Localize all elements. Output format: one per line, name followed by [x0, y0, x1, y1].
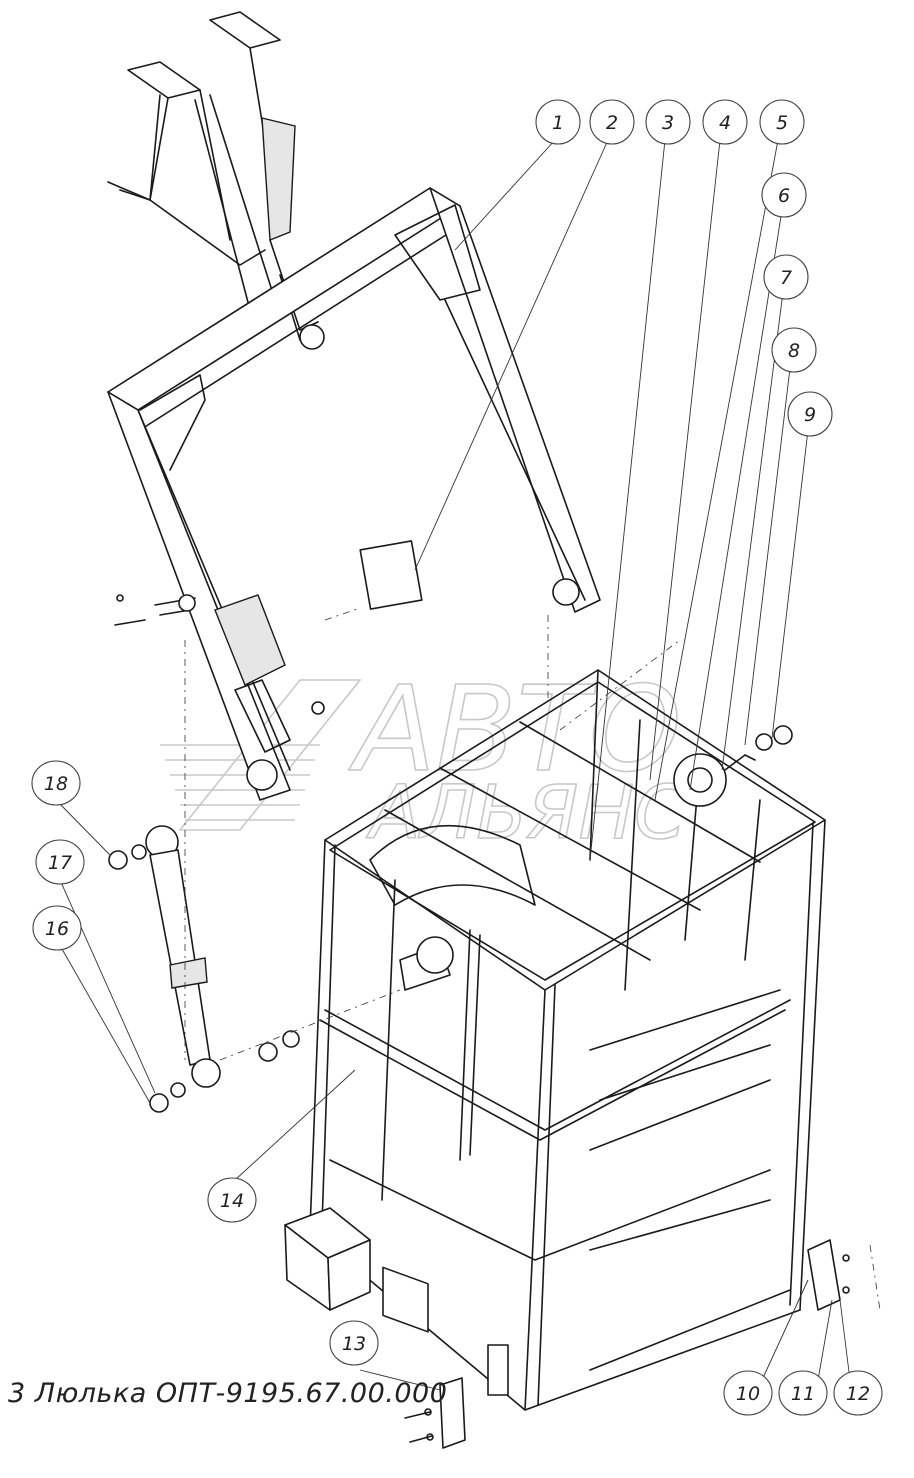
hitch-bracket	[107, 11, 325, 350]
callout-4-label: 4	[719, 112, 731, 134]
callout-11: 11	[778, 1370, 828, 1416]
callout-6: 6	[761, 172, 807, 218]
hydraulic-cylinder	[108, 825, 300, 1113]
callout-1-label: 1	[552, 112, 564, 134]
boom-frame	[107, 187, 601, 801]
callout-5: 5	[759, 99, 805, 145]
callout-4: 4	[702, 99, 748, 145]
callout-13: 13	[329, 1320, 379, 1366]
callout-2-label: 2	[606, 112, 618, 134]
watermark-text-1: АВТО	[348, 660, 682, 798]
basket-cage	[284, 669, 850, 1449]
callout-bubbles: 1 2 3 4 5 6 7 8	[31, 99, 883, 1416]
callout-8: 8	[771, 327, 817, 373]
callout-14-label: 14	[220, 1190, 244, 1212]
drawing-caption: 3 Люлька ОПТ-9195.67.00.000	[8, 1378, 448, 1409]
callout-6-label: 6	[778, 185, 790, 207]
callout-12-label: 12	[846, 1383, 870, 1405]
callout-9: 9	[787, 391, 833, 437]
callout-1: 1	[535, 99, 581, 145]
callout-16-label: 16	[45, 918, 69, 940]
callout-5-label: 5	[776, 112, 788, 134]
callout-3-label: 3	[662, 112, 674, 134]
callout-17: 17	[35, 839, 85, 885]
callout-16: 16	[32, 905, 82, 951]
callout-9-label: 9	[804, 404, 816, 426]
callout-3: 3	[645, 99, 691, 145]
pin-parts	[114, 594, 325, 715]
callout-13-label: 13	[342, 1333, 366, 1355]
callout-8-label: 8	[788, 340, 800, 362]
callout-17-label: 17	[48, 852, 72, 874]
callout-2: 2	[589, 99, 635, 145]
callout-14: 14	[207, 1177, 257, 1223]
callout-10: 10	[723, 1370, 773, 1416]
callout-7: 7	[763, 254, 809, 300]
callout-11-label: 11	[791, 1383, 815, 1405]
callout-7-label: 7	[780, 267, 792, 289]
callout-12: 12	[833, 1370, 883, 1416]
watermark-text-2: АЛЬЯНС	[366, 770, 686, 856]
callout-10-label: 10	[736, 1383, 760, 1405]
callout-18: 18	[31, 760, 81, 806]
callout-18-label: 18	[44, 773, 68, 795]
center-lines	[184, 607, 881, 1311]
